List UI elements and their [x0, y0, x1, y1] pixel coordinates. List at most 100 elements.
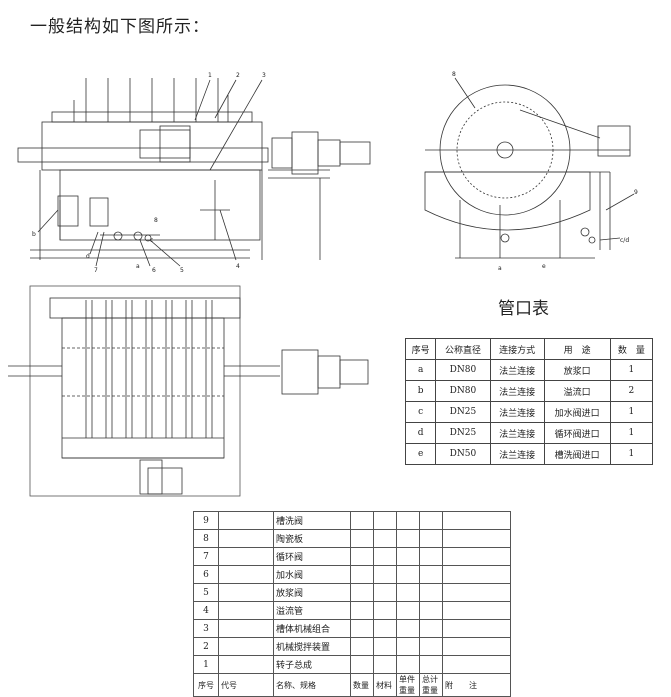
pipe-cell: 槽洗阀进口 — [543, 443, 611, 465]
bom-code — [218, 583, 274, 602]
bom-total-weight — [419, 565, 443, 584]
bom-name: 溢流管 — [273, 601, 351, 620]
bom-total-weight — [419, 637, 443, 656]
bom-no: 6 — [193, 565, 219, 584]
table-row: 6 加水阀 — [193, 565, 511, 584]
page-heading: 一般结构如下图所示： — [30, 17, 210, 37]
bom-qty — [350, 601, 374, 620]
front-callout-d: d — [86, 253, 90, 260]
pipe-cell: 法兰连接 — [489, 380, 545, 402]
pipe-cell: 1 — [609, 422, 654, 444]
bom-qty — [350, 529, 374, 548]
bom-header-no: 序号 — [193, 673, 219, 697]
bom-qty — [350, 655, 374, 674]
bom-header-total-weight: 总计重量 — [419, 673, 443, 697]
table-row: 1 转子总成 — [193, 655, 511, 674]
bom-name: 加水阀 — [273, 565, 351, 584]
table-row: e DN50 法兰连接 槽洗阀进口 1 — [404, 443, 654, 465]
bom-material — [373, 565, 397, 584]
bom-no: 1 — [193, 655, 219, 674]
bom-material — [373, 619, 397, 638]
bom-no: 2 — [193, 637, 219, 656]
bom-name: 槽体机械组合 — [273, 619, 351, 638]
bom-remark — [442, 619, 511, 638]
bom-remark — [442, 637, 511, 656]
bom-header-code: 代号 — [218, 673, 274, 697]
pipe-cell: 1 — [609, 359, 654, 381]
side-callout-9: 9 — [634, 189, 638, 196]
pipe-col-no: 序号 — [404, 338, 437, 360]
front-callout-5: 5 — [180, 267, 184, 274]
front-callout-3: 3 — [262, 72, 266, 79]
pipe-col-qty: 数 量 — [609, 338, 654, 360]
front-callout-6: 6 — [152, 267, 156, 274]
front-callout-4: 4 — [236, 263, 240, 270]
bom-no: 5 — [193, 583, 219, 602]
bom-header-name: 名称、规格 — [273, 673, 351, 697]
pipe-table-header: 序号 公称直径 连接方式 用 途 数 量 — [404, 338, 654, 360]
bom-total-weight — [419, 601, 443, 620]
pipe-cell: 加水阀进口 — [543, 401, 611, 423]
bom-total-weight — [419, 511, 443, 530]
pipe-cell: 1 — [609, 401, 654, 423]
bom-name: 陶瓷板 — [273, 529, 351, 548]
side-callout-cd: c/d — [620, 237, 629, 244]
bom-remark — [442, 511, 511, 530]
table-row: c DN25 法兰连接 加水阀进口 1 — [404, 401, 654, 423]
bom-code — [218, 529, 274, 548]
pipe-cell: b — [404, 380, 437, 402]
bom-unit-weight — [396, 583, 420, 602]
bom-code — [218, 547, 274, 566]
bom-no: 7 — [193, 547, 219, 566]
pipe-cell: 循环阀进口 — [543, 422, 611, 444]
pipe-cell: d — [404, 422, 437, 444]
bom-header-material: 材料 — [373, 673, 397, 697]
bom-qty — [350, 637, 374, 656]
bom-name: 机械搅拌装置 — [273, 637, 351, 656]
bom-name: 放浆阀 — [273, 583, 351, 602]
pipe-cell: 法兰连接 — [489, 422, 545, 444]
pipe-col-purpose: 用 途 — [543, 338, 611, 360]
bom-total-weight — [419, 547, 443, 566]
bom-code — [218, 619, 274, 638]
pipe-cell: DN25 — [435, 401, 491, 423]
table-row: a DN80 法兰连接 放浆口 1 — [404, 359, 654, 381]
bom-remark — [442, 583, 511, 602]
bom-no: 3 — [193, 619, 219, 638]
bom-total-weight — [419, 529, 443, 548]
pipe-table-title: 管口表 — [498, 299, 549, 319]
bom-material — [373, 601, 397, 620]
front-callout-c: c — [150, 237, 153, 244]
table-row: 3 槽体机械组合 — [193, 619, 511, 638]
table-row: 5 放浆阀 — [193, 583, 511, 602]
bom-unit-weight — [396, 529, 420, 548]
pipe-cell: DN80 — [435, 359, 491, 381]
pipe-cell: DN50 — [435, 443, 491, 465]
bom-unit-weight — [396, 637, 420, 656]
side-callout-a: a — [498, 265, 502, 272]
bom-material — [373, 511, 397, 530]
bom-remark — [442, 601, 511, 620]
pipe-cell: 法兰连接 — [489, 443, 545, 465]
pipe-cell: 2 — [609, 380, 654, 402]
bom-code — [218, 601, 274, 620]
pipe-cell: 法兰连接 — [489, 359, 545, 381]
bom-total-weight — [419, 583, 443, 602]
bom-qty — [350, 619, 374, 638]
bom-name: 转子总成 — [273, 655, 351, 674]
bom-unit-weight — [396, 547, 420, 566]
bom-total-weight — [419, 655, 443, 674]
bom-remark — [442, 529, 511, 548]
bom-remark — [442, 547, 511, 566]
bom-qty — [350, 565, 374, 584]
front-callout-8: 8 — [154, 217, 158, 224]
table-row: 7 循环阀 — [193, 547, 511, 566]
side-view-drawing — [424, 77, 635, 259]
pipe-cell: 法兰连接 — [489, 401, 545, 423]
front-callout-2: 2 — [236, 72, 240, 79]
top-view-drawing — [8, 285, 369, 497]
bom-name: 循环阀 — [273, 547, 351, 566]
bom-material — [373, 637, 397, 656]
